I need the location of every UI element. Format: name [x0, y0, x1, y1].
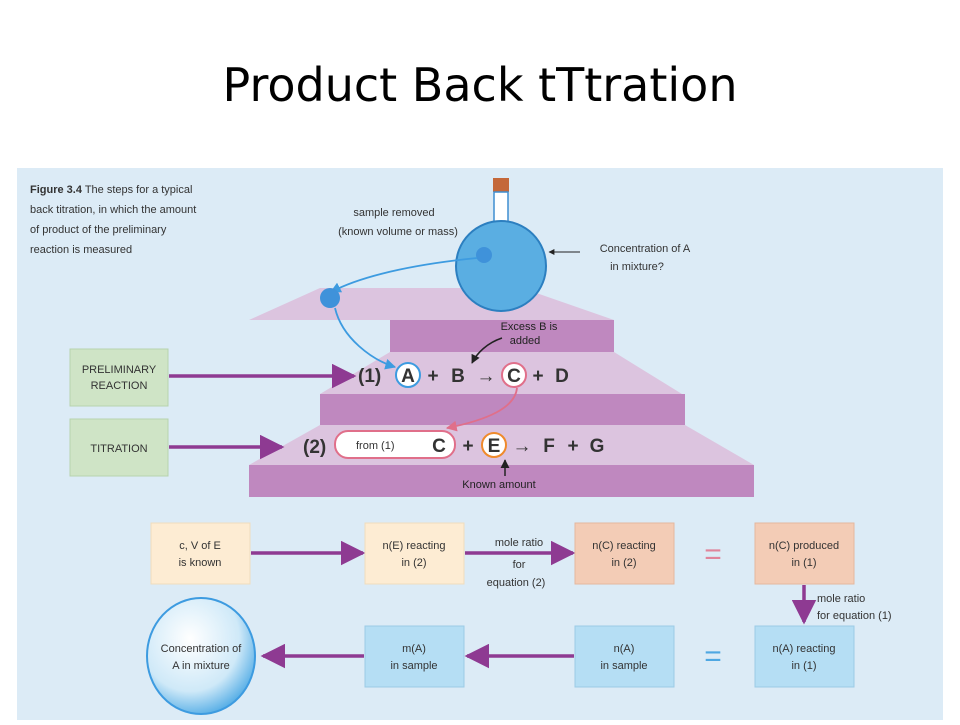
pyramid-shade-top: [249, 288, 614, 320]
excess-b-arrow: [471, 337, 503, 364]
species-F: F: [543, 436, 555, 457]
svg-text:n(A) reacting: n(A) reacting: [773, 643, 836, 655]
species-G: G: [590, 436, 605, 457]
caption-line-2: back titration, in which the amount: [30, 204, 196, 216]
from-reaction-1-label: from (1): [356, 440, 395, 452]
svg-text:in mixture?: in mixture?: [610, 261, 664, 273]
caption-line-1: Figure 3.4 The steps for a typical: [30, 184, 192, 196]
svg-text:for: for: [513, 559, 526, 571]
species-C-2: C: [432, 436, 446, 457]
sample-to-A-arrow: [334, 307, 397, 370]
flow-box-nA-reacting: [754, 625, 855, 688]
svg-text:is known: is known: [179, 557, 222, 569]
equals-sign-2: =: [704, 640, 722, 673]
svg-text:in (1): in (1): [791, 660, 816, 672]
svg-text:mole ratio: mole ratio: [495, 537, 543, 549]
titration-box: [69, 418, 169, 477]
reaction-1: (1) A + B → C + D: [358, 362, 569, 388]
svg-text:+: +: [567, 436, 578, 457]
pyramid-tier-1: [390, 320, 614, 352]
preliminary-reaction-box: [69, 348, 169, 407]
preliminary-label-line-2: REACTION: [91, 380, 148, 392]
flask-stopper: [493, 178, 509, 192]
c-transfer-arrow: [445, 387, 518, 432]
preliminary-label-line-1: PRELIMINARY: [82, 364, 157, 376]
equals-sign-1: =: [704, 538, 722, 571]
final-label-line-1: Concentration of: [161, 643, 243, 655]
svg-text:→: →: [477, 366, 496, 387]
svg-text:in (2): in (2): [401, 557, 426, 569]
flow-box-nC-reacting: [574, 522, 675, 585]
flow-box-cv-known: [150, 522, 251, 585]
svg-text:m(A): m(A): [402, 643, 426, 655]
back-titration-figure: Figure 3.4 The steps for a typical back …: [17, 168, 943, 720]
svg-text:added: added: [510, 335, 541, 347]
svg-text:+: +: [532, 366, 543, 387]
flow-box-nA-sample: [574, 625, 675, 688]
species-C: C: [507, 366, 521, 387]
reaction-2-step: (2): [303, 437, 326, 458]
species-E-highlight: [481, 432, 507, 458]
svg-text:c, V of E: c, V of E: [179, 540, 221, 552]
svg-text:n(C) produced: n(C) produced: [769, 540, 839, 552]
species-A: A: [401, 366, 415, 387]
final-label-line-2: A in mixture: [172, 660, 229, 672]
mole-ratio-eq1-label: mole ratio for equation (1): [817, 593, 892, 622]
svg-text:Excess B is: Excess B is: [501, 321, 558, 333]
svg-text:+: +: [462, 436, 473, 457]
species-A-highlight: [395, 362, 421, 388]
svg-text:in sample: in sample: [390, 660, 437, 672]
figure-caption: Figure 3.4 The steps for a typical back …: [30, 184, 196, 256]
svg-text:n(A): n(A): [614, 643, 635, 655]
svg-text:n(C) reacting: n(C) reacting: [592, 540, 656, 552]
pyramid-tier-3: [249, 465, 754, 497]
svg-text:sample removed: sample removed: [353, 207, 434, 219]
mole-ratio-eq2-label: mole ratio for equation (2): [487, 537, 546, 589]
final-concentration-sphere: [146, 597, 256, 715]
from-reaction-1-capsule: [334, 430, 456, 459]
svg-text:n(E) reacting: n(E) reacting: [383, 540, 446, 552]
svg-text:equation (2): equation (2): [487, 577, 546, 589]
slide-title: Product Back tTtration: [222, 58, 738, 112]
sample-drop: [320, 288, 340, 308]
titration-label: TITRATION: [90, 443, 147, 455]
svg-text:+: +: [427, 366, 438, 387]
flask-bulb: [455, 220, 547, 312]
svg-text:for equation (1): for equation (1): [817, 610, 892, 622]
svg-text:→: →: [513, 436, 532, 457]
svg-text:in (1): in (1): [791, 557, 816, 569]
sample-drop-in-flask: [476, 247, 492, 263]
reaction-2: (2) from (1) C + E → F + G: [303, 430, 605, 459]
svg-text:in sample: in sample: [600, 660, 647, 672]
flow-box-nC-produced: [754, 522, 855, 585]
flow-box-mA-sample: [364, 625, 465, 688]
svg-text:Concentration of A: Concentration of A: [600, 243, 691, 255]
flask: [455, 178, 547, 312]
species-C-highlight: [501, 362, 527, 388]
svg-text:mole ratio: mole ratio: [817, 593, 865, 605]
species-B: B: [451, 366, 465, 387]
svg-text:(known volume or mass): (known volume or mass): [338, 226, 458, 238]
svg-text:in (2): in (2): [611, 557, 636, 569]
known-amount-label: Known amount: [462, 479, 535, 491]
figure-canvas: Figure 3.4 The steps for a typical back …: [30, 178, 892, 715]
excess-b-label: Excess B is added: [501, 321, 558, 347]
caption-line-4: reaction is measured: [30, 244, 132, 256]
concentration-question-label: Concentration of A in mixture?: [600, 243, 691, 273]
sample-removed-label: sample removed (known volume or mass): [338, 207, 458, 238]
flow-box-nE-reacting: [364, 522, 465, 585]
species-E: E: [488, 436, 501, 457]
sample-removed-arrow: [330, 257, 478, 293]
reaction-1-step: (1): [358, 366, 381, 387]
caption-line-3: of product of the preliminary: [30, 224, 167, 236]
species-D: D: [555, 366, 569, 387]
